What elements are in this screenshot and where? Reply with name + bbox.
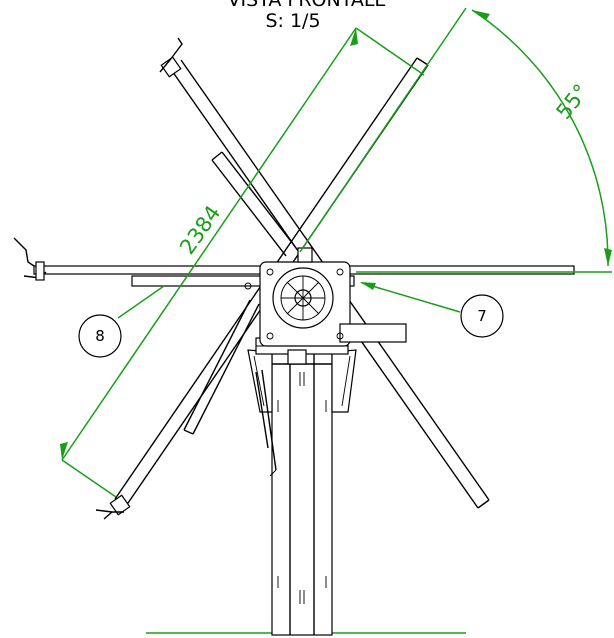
slanted-bar-upper [211, 151, 297, 257]
view-title: VISTA FRONTALE [228, 0, 387, 11]
angle-dimension-label: 55° [552, 80, 594, 124]
callout-8: 8 [78, 285, 165, 358]
callout-8-label: 8 [95, 327, 105, 345]
slanted-bar-lower [183, 299, 260, 435]
diagonal-strut [255, 369, 277, 477]
callout-7-label: 7 [477, 307, 487, 325]
motor-housing [244, 247, 407, 347]
support-post [271, 349, 333, 636]
angle-dimension: 55° [299, 7, 612, 273]
length-dimension: 2384 [60, 27, 425, 498]
callout-7: 7 [360, 282, 504, 338]
scale-label: S: 1/5 [265, 10, 320, 32]
